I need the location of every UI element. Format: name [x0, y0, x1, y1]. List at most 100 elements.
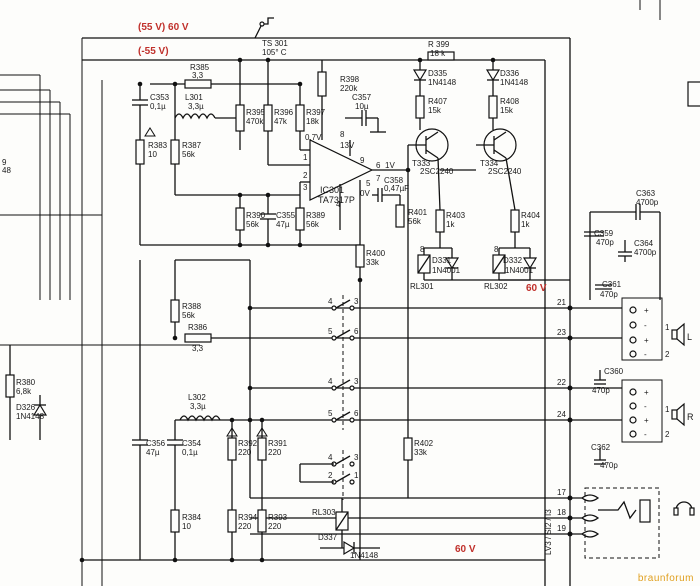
k5-pin-a: 4	[328, 453, 333, 462]
d337-ref: D337	[318, 533, 338, 542]
r388-val: 56k	[182, 311, 196, 320]
d337-part: 1N4148	[350, 551, 379, 560]
r397-ref: R397	[306, 108, 326, 117]
r393-ref: R393	[268, 513, 288, 522]
resistor-r404: R404 1k	[510, 209, 541, 248]
ann-0v: 0V	[360, 189, 370, 198]
r400-ref: R400	[366, 249, 386, 258]
resistor-r385: R385 3,3	[150, 63, 300, 89]
rail-negative-label: (-55 V)	[138, 46, 169, 57]
r391-ref: R391	[268, 439, 288, 448]
r380-val: 6,8k	[16, 387, 32, 396]
ic-pin-5: 5	[366, 179, 371, 188]
capacitor-c363: C363 4700p	[590, 189, 660, 220]
c356-ref: C356	[146, 439, 166, 448]
resistor-r388: R388 56k	[170, 259, 250, 338]
term-r1-minus: -	[644, 402, 647, 411]
resistor-r387: R387 56k	[170, 139, 300, 196]
pin-19: 19	[557, 524, 566, 533]
k4-pin-a: 5	[328, 409, 333, 418]
r380-ref: R380	[16, 378, 36, 387]
r399-val: 18 k	[430, 49, 446, 58]
capacitor-c359: C359 470p	[584, 212, 614, 300]
r389-ref: R389	[306, 211, 326, 220]
resistor-r394: R394 220	[227, 509, 258, 533]
ic-pin-1: 1	[303, 153, 308, 162]
r394-val: 220	[238, 522, 252, 531]
d332-part: 1N4001	[505, 266, 534, 275]
r395-ref: R395	[246, 108, 266, 117]
pin-21: 21	[557, 298, 566, 307]
d326-part: 1N4148	[16, 412, 45, 421]
r392-val: 220	[238, 448, 252, 457]
ic-pin-4: 4	[336, 200, 341, 209]
resistor-r396: R396 47k	[263, 60, 310, 166]
resistor-r403: R403 1k	[435, 209, 466, 248]
r401-val: 56k	[408, 217, 422, 226]
c354-val: 0,1µ	[182, 448, 198, 457]
relay-rl301: 8 D331 1N4001 RL301	[410, 245, 461, 291]
term-l2-minus: -	[644, 350, 647, 359]
r402-ref: R402	[414, 439, 434, 448]
resistor-r380: R380 6,8k	[5, 345, 36, 440]
r385-ref: R385	[190, 63, 210, 72]
l302-ref: L302	[188, 393, 206, 402]
r386-val: 3,3	[192, 344, 204, 353]
capacitor-c361: C361 470p	[595, 280, 622, 299]
term-r-num-2: 2	[665, 430, 670, 439]
r394-ref: R394	[238, 513, 258, 522]
thermal-switch-ts301: TS 301 105° C	[254, 17, 288, 57]
r397-val: 18k	[306, 117, 320, 126]
r389-val: 56k	[306, 220, 320, 229]
diode-d336: D336 1N4148	[485, 60, 529, 96]
resistor-r407: R407 15k	[415, 95, 448, 130]
c357-ref: C357	[352, 93, 372, 102]
c364-ref: C364	[634, 239, 654, 248]
relay-rl303: RL303	[312, 498, 349, 548]
ic301-amplifier: IC301 TA7317P 1 2 3 4 5 6 7 8 9 13V 0.7V…	[300, 130, 408, 245]
ic301-ref: IC301	[320, 185, 344, 195]
r386-ref: R386	[188, 323, 208, 332]
k5-pin-b: 3	[354, 453, 359, 462]
d326-ref: D326	[16, 403, 36, 412]
r407-ref: R407	[428, 97, 448, 106]
ic-pin-7: 7	[376, 174, 381, 183]
capacitor-c357: C357 10µ	[345, 93, 386, 133]
c357-val: 10µ	[355, 102, 369, 111]
c363-val: 4700p	[636, 198, 659, 207]
resistor-r400: R400 33k	[355, 244, 386, 280]
rl301-coil-pin: 8	[420, 245, 425, 254]
t334-ref: T334	[480, 159, 499, 168]
r396-val: 47k	[274, 117, 288, 126]
c359-val: 470p	[596, 238, 614, 247]
edge-label-48: 48	[2, 166, 11, 175]
r385-val: 3,3	[192, 71, 204, 80]
term-r1-plus: +	[644, 388, 649, 397]
capacitor-c356: C356 47µ	[132, 260, 166, 560]
r384-ref: R384	[182, 513, 202, 522]
r404-val: 1k	[521, 220, 530, 229]
capacitor-c354: C354 0,1µ	[167, 420, 202, 510]
c356-val: 47µ	[146, 448, 160, 457]
rl302-ref: RL302	[484, 282, 508, 291]
ic-pin-2: 2	[303, 171, 308, 180]
ann-07v: 0.7V	[305, 133, 322, 142]
d331-ref: D331	[432, 256, 452, 265]
contact-k4: 5 6	[328, 409, 359, 423]
relay-supply-label: 60 V	[526, 283, 547, 294]
r388-ref: R388	[182, 302, 202, 311]
inductor-l302: L302 3,3µ	[175, 393, 250, 422]
c361-val: 470p	[600, 290, 618, 299]
d335-ref: D335	[428, 69, 448, 78]
resistor-r384: R384 10	[170, 509, 202, 560]
speaker-terminal-right: + - + - 1 2	[621, 379, 670, 443]
pin-23: 23	[557, 328, 566, 337]
r398-ref: R398	[340, 75, 360, 84]
ann-1v: 1V	[385, 161, 395, 170]
r392-ref: R392	[238, 439, 258, 448]
ts301-ref: TS 301	[262, 39, 288, 48]
ann-13v: 13V	[340, 141, 355, 150]
term-l1-plus: +	[644, 306, 649, 315]
capacitor-c364: C364 4700p	[618, 239, 657, 262]
